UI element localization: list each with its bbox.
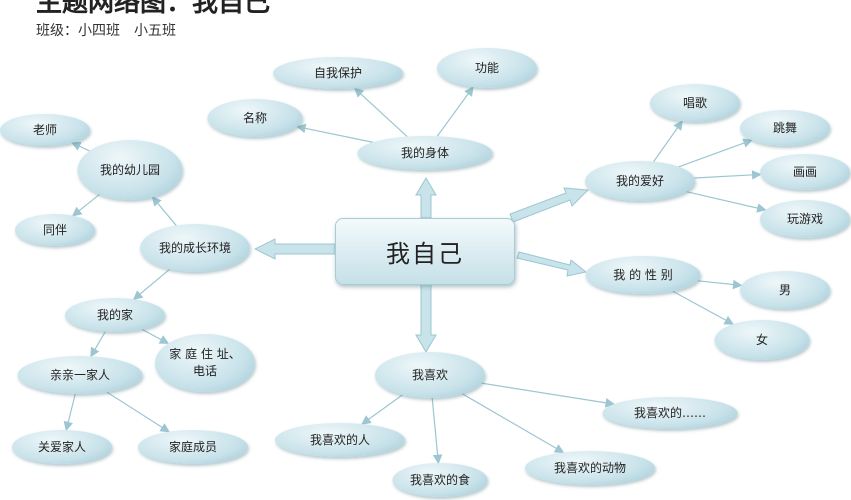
topic-node[interactable]: 家 庭 住 址、电话: [155, 334, 255, 392]
arrow-downright: [516, 251, 588, 277]
connector-line: [106, 391, 171, 433]
connector-line: [672, 290, 735, 325]
connector-line: [461, 393, 565, 454]
connector-line: [678, 138, 753, 168]
connector-line: [686, 191, 767, 213]
topic-node[interactable]: 女: [714, 320, 810, 360]
connector-line: [653, 120, 683, 162]
connector-line: [63, 393, 76, 432]
connector-line: [361, 394, 403, 425]
connector-line: [71, 141, 90, 152]
arrow-up: [415, 177, 437, 219]
topic-node[interactable]: 跳舞: [740, 110, 830, 146]
topic-node[interactable]: 玩游戏: [760, 200, 850, 238]
topic-node[interactable]: 我喜欢的人: [275, 423, 405, 457]
topic-node[interactable]: 我的身体: [357, 136, 493, 170]
class-line: 班级：小四班 小五班: [36, 23, 176, 39]
connector-line: [697, 279, 743, 290]
topic-node[interactable]: 关爱家人: [12, 430, 112, 464]
topic-node[interactable]: 唱歌: [650, 84, 740, 122]
topic-node[interactable]: 我的爱好: [585, 161, 695, 201]
topic-node[interactable]: 我 的 性 别: [585, 256, 701, 294]
topic-node[interactable]: 名称: [207, 99, 303, 137]
topic-node[interactable]: 我喜欢的动物: [525, 451, 655, 485]
connector-line: [431, 397, 443, 465]
arrow-left: [253, 238, 336, 260]
connector-line: [132, 268, 170, 301]
topic-node[interactable]: 自我保护: [273, 57, 403, 89]
page-title: 主题网络图：我自己: [36, 0, 271, 18]
topic-node[interactable]: 老师: [0, 114, 90, 146]
topic-node[interactable]: 男: [740, 271, 830, 309]
connector-line: [151, 196, 177, 226]
connector-line: [353, 87, 408, 138]
arrow-upright: [509, 187, 590, 223]
topic-node[interactable]: 我的幼儿园: [77, 140, 183, 200]
topic-node[interactable]: 画画: [760, 154, 850, 190]
topic-node[interactable]: 我喜欢: [375, 352, 485, 398]
topic-node[interactable]: 功能: [437, 48, 537, 88]
arrow-down: [415, 282, 437, 353]
topic-node[interactable]: 我的成长环境: [140, 224, 250, 272]
connector-line: [90, 331, 106, 358]
connector-line: [296, 123, 373, 143]
connector-line: [141, 328, 170, 344]
connector-line: [436, 86, 474, 137]
topic-node[interactable]: 家庭成员: [138, 430, 248, 464]
topic-node[interactable]: 我喜欢的食: [392, 463, 488, 497]
center-node[interactable]: 我自己: [335, 218, 515, 285]
topic-node[interactable]: 亲亲一家人: [17, 356, 143, 394]
connector-line: [71, 193, 100, 217]
topic-node[interactable]: 我喜欢的……: [602, 397, 738, 429]
topic-node[interactable]: 我的家: [65, 298, 165, 332]
big-arrows: [253, 177, 590, 353]
connector-line: [481, 382, 616, 408]
connector-line: [694, 170, 762, 180]
topic-node[interactable]: 同伴: [15, 214, 95, 246]
